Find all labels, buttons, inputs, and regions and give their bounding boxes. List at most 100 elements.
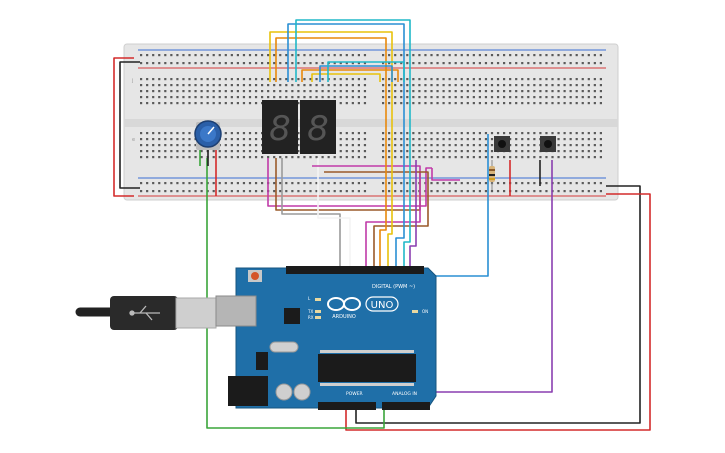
breadboard-hole xyxy=(496,84,500,87)
breadboard-hole xyxy=(472,102,475,105)
breadboard-hole xyxy=(164,156,167,159)
breadboard-hole xyxy=(490,132,494,135)
breadboard-hole xyxy=(593,84,596,87)
breadboard-hole xyxy=(418,132,421,135)
breadboard-hole xyxy=(152,54,155,57)
breadboard-hole xyxy=(442,132,445,135)
breadboard-hole xyxy=(176,102,179,105)
breadboard-hole xyxy=(581,96,584,99)
breadboard-hole xyxy=(539,62,542,65)
breadboard-hole xyxy=(267,90,270,93)
breadboard-hole xyxy=(406,190,409,193)
breadboard-hole xyxy=(466,54,469,57)
breadboard-hole xyxy=(279,90,282,93)
breadboard-hole xyxy=(297,54,300,57)
breadboard-hole xyxy=(224,54,227,57)
breadboard-hole xyxy=(212,150,215,153)
breadboard-hole xyxy=(599,54,602,57)
breadboard-hole xyxy=(382,138,385,141)
breadboard-hole xyxy=(430,84,433,87)
potentiometer[interactable] xyxy=(194,120,222,196)
breadboard-hole xyxy=(430,190,433,193)
breadboard-hole xyxy=(261,90,264,93)
breadboard-hole xyxy=(206,84,209,87)
breadboard-hole xyxy=(351,150,354,153)
breadboard-hole xyxy=(454,90,457,93)
breadboard-hole xyxy=(194,156,197,159)
breadboard-hole xyxy=(291,182,294,185)
breadboard-hole xyxy=(521,96,524,99)
breadboard-hole xyxy=(327,90,330,93)
breadboard-hole xyxy=(581,138,584,141)
breadboard-hole xyxy=(309,84,312,87)
usb-cable xyxy=(75,296,217,330)
breadboard-hole xyxy=(146,144,149,147)
breadboard-hole xyxy=(254,156,258,159)
breadboard-hole xyxy=(388,156,391,159)
breadboard-hole xyxy=(454,156,457,159)
breadboard-hole xyxy=(503,90,506,93)
breadboard-hole xyxy=(509,150,512,153)
breadboard-hole xyxy=(527,62,530,65)
breadboard-hole xyxy=(557,150,560,153)
breadboard-hole xyxy=(539,54,542,57)
breadboard-hole xyxy=(357,190,360,193)
breadboard-hole xyxy=(503,54,506,57)
breadboard-hole xyxy=(515,182,518,185)
breadboard-hole xyxy=(236,144,239,147)
breadboard-hole xyxy=(339,150,342,153)
breadboard-hole xyxy=(478,102,481,105)
breadboard-hole xyxy=(230,138,233,141)
breadboard-hole xyxy=(412,182,415,185)
breadboard-hole xyxy=(484,150,488,153)
breadboard-hole xyxy=(394,102,397,105)
breadboard-hole xyxy=(176,138,179,141)
push-button-2[interactable] xyxy=(540,136,556,152)
breadboard-holes xyxy=(140,54,602,193)
breadboard-hole xyxy=(587,62,590,65)
breadboard-hole xyxy=(327,96,330,99)
breadboard-hole xyxy=(297,84,300,87)
breadboard-hole xyxy=(357,144,360,147)
breadboard-hole xyxy=(218,90,221,93)
breadboard-hole xyxy=(472,84,475,87)
breadboard-hole xyxy=(327,190,330,193)
breadboard-hole xyxy=(363,150,367,153)
breadboard-hole xyxy=(194,62,197,65)
breadboard-hole xyxy=(394,190,397,193)
breadboard-hole xyxy=(351,84,354,87)
breadboard-hole xyxy=(236,138,239,141)
breadboard-hole xyxy=(478,144,481,147)
breadboard-hole xyxy=(146,96,149,99)
breadboard-hole xyxy=(194,102,197,105)
breadboard-hole xyxy=(333,90,336,93)
breadboard-hole xyxy=(478,150,481,153)
breadboard-hole xyxy=(182,78,185,81)
breadboard-hole xyxy=(575,90,578,93)
breadboard-hole xyxy=(490,84,494,87)
breadboard-hole xyxy=(170,62,173,65)
breadboard-hole xyxy=(496,190,500,193)
breadboard-hole xyxy=(412,156,415,159)
breadboard-hole xyxy=(509,96,512,99)
breadboard-hole xyxy=(224,156,227,159)
breadboard-hole xyxy=(478,62,481,65)
breadboard-hole xyxy=(557,90,560,93)
breadboard-hole xyxy=(351,182,354,185)
breadboard-hole xyxy=(182,90,185,93)
breadboard-hole xyxy=(188,54,191,57)
breadboard-hole xyxy=(472,150,475,153)
breadboard-hole xyxy=(400,182,403,185)
push-button-1[interactable] xyxy=(494,136,510,152)
breadboard-hole xyxy=(236,182,239,185)
breadboard-hole xyxy=(454,102,457,105)
breadboard-hole xyxy=(533,190,536,193)
breadboard-hole xyxy=(285,78,288,81)
breadboard-hole xyxy=(412,138,415,141)
breadboard-hole xyxy=(140,54,143,57)
breadboard-hole xyxy=(521,102,524,105)
breadboard-hole xyxy=(164,144,167,147)
breadboard-hole xyxy=(218,96,221,99)
breadboard-hole xyxy=(424,54,427,57)
breadboard-hole xyxy=(279,182,282,185)
